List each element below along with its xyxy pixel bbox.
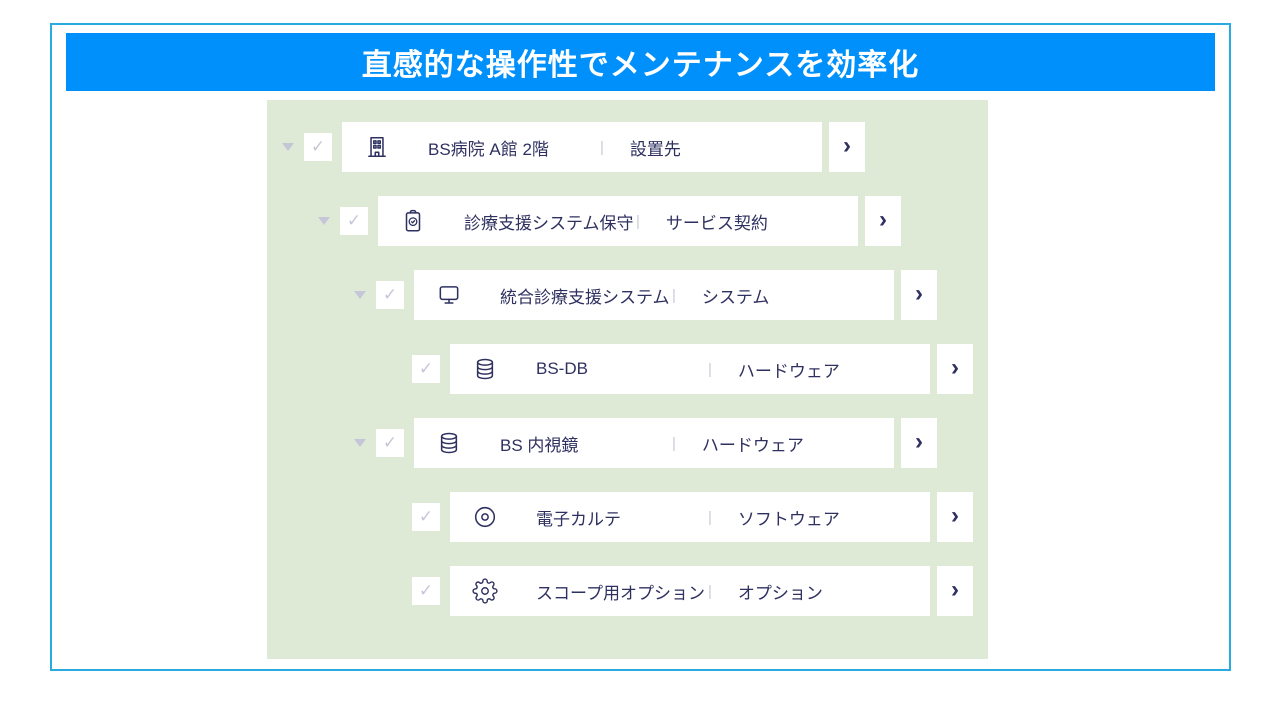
building-icon bbox=[368, 137, 386, 157]
tree-panel: ✓ bbox=[267, 100, 988, 659]
checkmark-icon: ✓ bbox=[382, 433, 398, 452]
row-separator: | bbox=[708, 360, 712, 378]
row-card[interactable]: スコープ用オプション | オプション bbox=[450, 566, 930, 616]
gear-icon bbox=[472, 578, 498, 604]
row-card[interactable]: BS 内視鏡 | ハードウェア bbox=[414, 418, 894, 468]
row-label: 診療支援システム保守 bbox=[464, 213, 634, 233]
row-label: BS 内視鏡 bbox=[500, 435, 579, 455]
chevron-right-icon: › bbox=[879, 205, 887, 233]
checkmark-icon: ✓ bbox=[418, 581, 434, 600]
row-detail-button[interactable]: › bbox=[829, 122, 865, 172]
checkmark-icon: ✓ bbox=[310, 137, 326, 156]
tree-row: ✓ bbox=[389, 492, 988, 542]
monitor-icon bbox=[439, 286, 459, 304]
row-label: BS-DB bbox=[536, 359, 588, 378]
row-detail-button[interactable]: › bbox=[937, 492, 973, 542]
checkmark-icon: ✓ bbox=[382, 285, 398, 304]
row-type-label: ソフトウェア bbox=[737, 509, 840, 529]
chevron-right-icon: › bbox=[951, 575, 959, 603]
row-card[interactable]: 統合診療支援システム | システム bbox=[414, 270, 894, 320]
page-frame: 直感的な操作性でメンテナンスを効率化 ✓ bbox=[50, 23, 1231, 671]
checkmark-icon: ✓ bbox=[418, 507, 434, 526]
header-banner: 直感的な操作性でメンテナンスを効率化 bbox=[66, 33, 1215, 91]
row-separator: | bbox=[708, 582, 712, 600]
tree-row: ✓ bbox=[281, 122, 988, 172]
row-label: BS病院 A館 2階 bbox=[428, 139, 549, 159]
disc-icon bbox=[474, 506, 496, 528]
tree-row: ✓ bbox=[353, 270, 988, 320]
row-card[interactable]: 診療支援システム保守 | サービス契約 bbox=[378, 196, 858, 246]
row-label: スコープ用オプション bbox=[536, 583, 705, 603]
row-label: 電子カルテ bbox=[536, 509, 621, 529]
row-type-label: システム bbox=[701, 287, 770, 307]
caret-down-icon[interactable] bbox=[353, 439, 367, 447]
row-checkbox[interactable]: ✓ bbox=[304, 133, 332, 161]
row-detail-button[interactable]: › bbox=[937, 344, 973, 394]
row-card[interactable]: 電子カルテ | ソフトウェア bbox=[450, 492, 930, 542]
chevron-right-icon: › bbox=[843, 131, 851, 159]
row-separator: | bbox=[600, 138, 604, 156]
row-type-label: ハードウェア bbox=[737, 361, 840, 381]
row-type-label: サービス契約 bbox=[665, 213, 768, 233]
row-type-label: 設置先 bbox=[629, 139, 681, 159]
row-separator: | bbox=[636, 212, 640, 230]
row-type-label: オプション bbox=[737, 583, 823, 603]
chevron-right-icon: › bbox=[915, 427, 923, 455]
tree-row: ✓ bbox=[389, 344, 988, 394]
row-checkbox[interactable]: ✓ bbox=[412, 355, 440, 383]
row-label: 統合診療支援システム bbox=[500, 287, 670, 307]
tree-row: ✓ bbox=[353, 418, 988, 468]
row-checkbox[interactable]: ✓ bbox=[412, 503, 440, 531]
row-checkbox[interactable]: ✓ bbox=[376, 429, 404, 457]
row-separator: | bbox=[672, 434, 676, 452]
row-card[interactable]: BS-DB | ハードウェア bbox=[450, 344, 930, 394]
caret-down-icon[interactable] bbox=[281, 143, 295, 151]
row-detail-button[interactable]: › bbox=[901, 418, 937, 468]
tree-row: ✓ bbox=[317, 196, 988, 246]
row-checkbox[interactable]: ✓ bbox=[340, 207, 368, 235]
row-separator: | bbox=[672, 286, 676, 304]
caret-down-icon[interactable] bbox=[353, 291, 367, 299]
tree-row: ✓ bbox=[389, 566, 988, 616]
checkmark-icon: ✓ bbox=[418, 359, 434, 378]
database-icon bbox=[440, 432, 458, 454]
row-checkbox[interactable]: ✓ bbox=[376, 281, 404, 309]
database-icon bbox=[476, 358, 494, 380]
row-detail-button[interactable]: › bbox=[865, 196, 901, 246]
caret-down-icon[interactable] bbox=[317, 217, 331, 225]
page-title: 直感的な操作性でメンテナンスを効率化 bbox=[361, 49, 920, 82]
checkmark-icon: ✓ bbox=[346, 211, 362, 230]
chevron-right-icon: › bbox=[951, 353, 959, 381]
row-detail-button[interactable]: › bbox=[901, 270, 937, 320]
row-separator: | bbox=[708, 508, 712, 526]
clipboard-check-icon bbox=[405, 209, 421, 232]
row-checkbox[interactable]: ✓ bbox=[412, 577, 440, 605]
chevron-right-icon: › bbox=[915, 279, 923, 307]
row-detail-button[interactable]: › bbox=[937, 566, 973, 616]
row-type-label: ハードウェア bbox=[701, 435, 804, 455]
row-card[interactable]: BS病院 A館 2階 | 設置先 bbox=[342, 122, 822, 172]
chevron-right-icon: › bbox=[951, 501, 959, 529]
